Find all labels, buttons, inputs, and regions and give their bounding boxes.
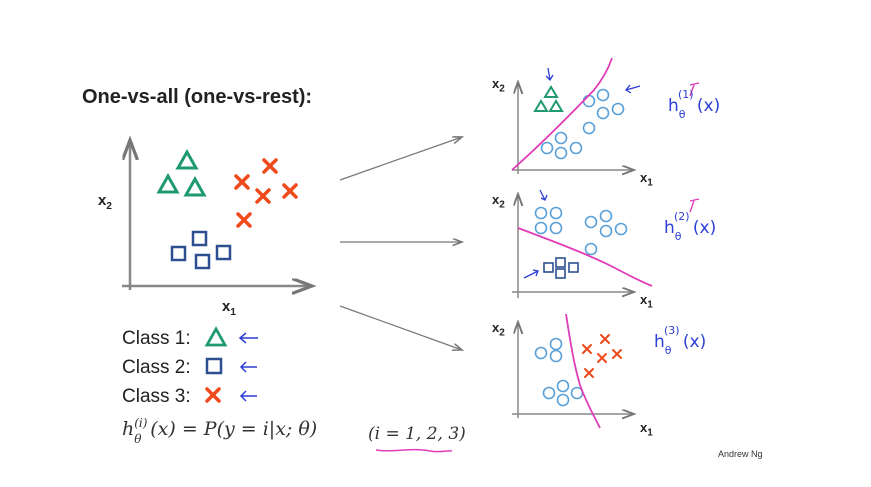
legend-markers (204, 326, 228, 403)
triangle-marker (548, 99, 564, 112)
arrow-to-plot-1 (339, 137, 462, 181)
circle-marker (554, 131, 568, 145)
cross-marker (236, 212, 252, 228)
main-crosses (234, 158, 298, 228)
ink-arrow-icon (545, 67, 554, 82)
ink-arrow-icon (539, 189, 548, 201)
square-marker (568, 262, 579, 273)
main-triangles (156, 148, 207, 197)
main-squares (170, 230, 232, 270)
circle-marker (611, 102, 625, 116)
circle-marker (599, 224, 613, 238)
legend-triangle-icon (204, 326, 228, 347)
square-marker (555, 268, 566, 279)
circle-marker (534, 206, 548, 220)
subplot-2-xlabel: x1 (640, 292, 653, 311)
subplot-1 (511, 57, 641, 174)
square-marker (191, 230, 208, 247)
main-plot-axes (122, 140, 312, 290)
ink-arrow-icon (523, 269, 539, 279)
ink-arrow-icon (239, 361, 257, 373)
legend-cross-icon (205, 387, 221, 403)
ink-flag-icon (689, 82, 700, 97)
circle-marker (549, 349, 563, 363)
circle-marker (549, 337, 563, 351)
subplot-3-ylabel: x2 (492, 320, 505, 339)
subplot-2 (512, 189, 653, 298)
circle-marker (534, 346, 548, 360)
circle-marker (569, 141, 583, 155)
decision-boundary (511, 57, 613, 171)
circle-marker (549, 206, 563, 220)
circle-marker (584, 215, 598, 229)
circle-marker (542, 386, 556, 400)
circle-marker (556, 393, 570, 407)
cross-marker (255, 188, 271, 204)
triangle-marker (156, 172, 180, 194)
decision-boundary (565, 313, 601, 429)
formula-underline (375, 448, 453, 453)
cross-marker (282, 183, 298, 199)
circle-marker (582, 94, 596, 108)
ink-arrow-icon (239, 390, 257, 402)
legend-class-1: Class 1: (122, 328, 191, 349)
square-marker (170, 245, 187, 262)
cross-marker (234, 174, 250, 190)
main-xlabel: x1 (222, 298, 236, 318)
circle-marker (599, 209, 613, 223)
legend-class-3: Class 3: (122, 386, 191, 407)
square-marker (194, 253, 211, 270)
circle-marker (584, 242, 598, 256)
circle-marker (549, 221, 563, 235)
circle-marker (582, 121, 596, 135)
circle-marker (614, 222, 628, 236)
triangle-marker (533, 99, 549, 112)
subplot-1-ylabel: x2 (492, 76, 505, 95)
formula-range: (i = 1, 2, 3) (368, 424, 466, 444)
slide-title: One-vs-all (one-vs-rest): (82, 86, 313, 108)
square-marker (215, 244, 232, 261)
square-marker (555, 257, 566, 268)
circle-marker (596, 106, 610, 120)
cross-marker (600, 334, 610, 344)
formula: h(i)θ(x) = P(y = i|x; θ) (122, 416, 318, 446)
circle-marker (540, 141, 554, 155)
triangle-marker (183, 175, 207, 197)
cross-marker (584, 368, 594, 378)
cross-marker (612, 349, 622, 359)
subplot-2-ylabel: x2 (492, 192, 505, 211)
ink-arrow-icon (238, 332, 258, 344)
subplot-3-hypothesis-label: h(3)θ (x) (654, 324, 707, 358)
circle-marker (556, 379, 570, 393)
cross-marker (597, 353, 607, 363)
legend-class-2: Class 2: (122, 357, 191, 378)
triangle-marker (543, 85, 559, 98)
ink-flag-icon (689, 198, 700, 213)
subplot-1-xlabel: x1 (640, 170, 653, 189)
decision-boundary (517, 227, 653, 287)
main-ylabel: x2 (98, 192, 112, 212)
legend-ink-arrows (238, 332, 258, 402)
legend-square-icon (205, 357, 223, 375)
cross-marker (262, 158, 278, 174)
square-marker (543, 262, 554, 273)
author-credit: Andrew Ng (718, 449, 763, 459)
triangle-marker (175, 148, 199, 170)
circle-marker (596, 88, 610, 102)
circle-marker (534, 221, 548, 235)
circle-marker (554, 146, 568, 160)
arrow-to-plot-3 (339, 305, 462, 350)
subplot-3-xlabel: x1 (640, 420, 653, 439)
connector-arrows (339, 137, 462, 350)
ink-arrow-icon (625, 84, 641, 94)
cross-marker (582, 344, 592, 354)
subplot-3 (512, 313, 634, 429)
subplot-1-hypothesis-label: h(1)θ (x) (668, 88, 721, 122)
subplot-2-hypothesis-label: h(2)θ (x) (664, 210, 717, 244)
